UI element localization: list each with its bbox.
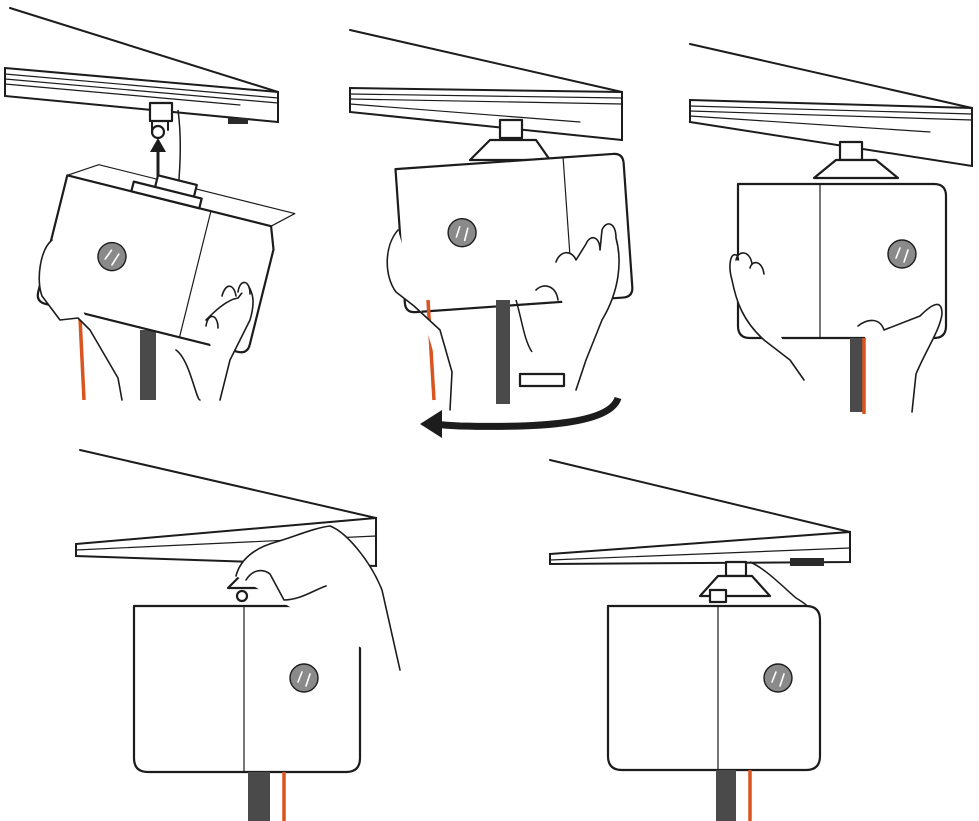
cable-connector	[710, 590, 726, 602]
speaker-stand-pole	[248, 772, 270, 821]
locking-screw	[237, 591, 247, 601]
step-1-lift-onto-mount	[0, 0, 300, 410]
power-cable	[516, 300, 532, 352]
ceiling-rail	[5, 8, 278, 122]
step-4-tighten-locking-screw	[70, 440, 430, 821]
brand-logo-icon	[764, 664, 792, 692]
ceiling-rail	[690, 44, 972, 166]
brand-logo-icon	[290, 664, 318, 692]
brand-logo-icon	[888, 240, 916, 268]
step-2-rotate-onto-mount	[340, 0, 640, 440]
step-5-connect-cable	[540, 450, 960, 821]
speaker-cabinet	[36, 154, 296, 357]
speaker-stand-pole	[716, 770, 736, 821]
power-cable	[178, 110, 180, 190]
speaker-cabinet	[608, 606, 820, 770]
speaker-stand-pole	[850, 338, 864, 412]
speaker-cabinet	[134, 606, 360, 772]
ceiling-rail	[350, 30, 622, 140]
speaker-stand-pole	[140, 330, 156, 400]
speaker-stand-pole	[496, 300, 510, 404]
step-3-seated-on-mount	[680, 0, 979, 420]
ceiling-rail	[550, 460, 850, 566]
